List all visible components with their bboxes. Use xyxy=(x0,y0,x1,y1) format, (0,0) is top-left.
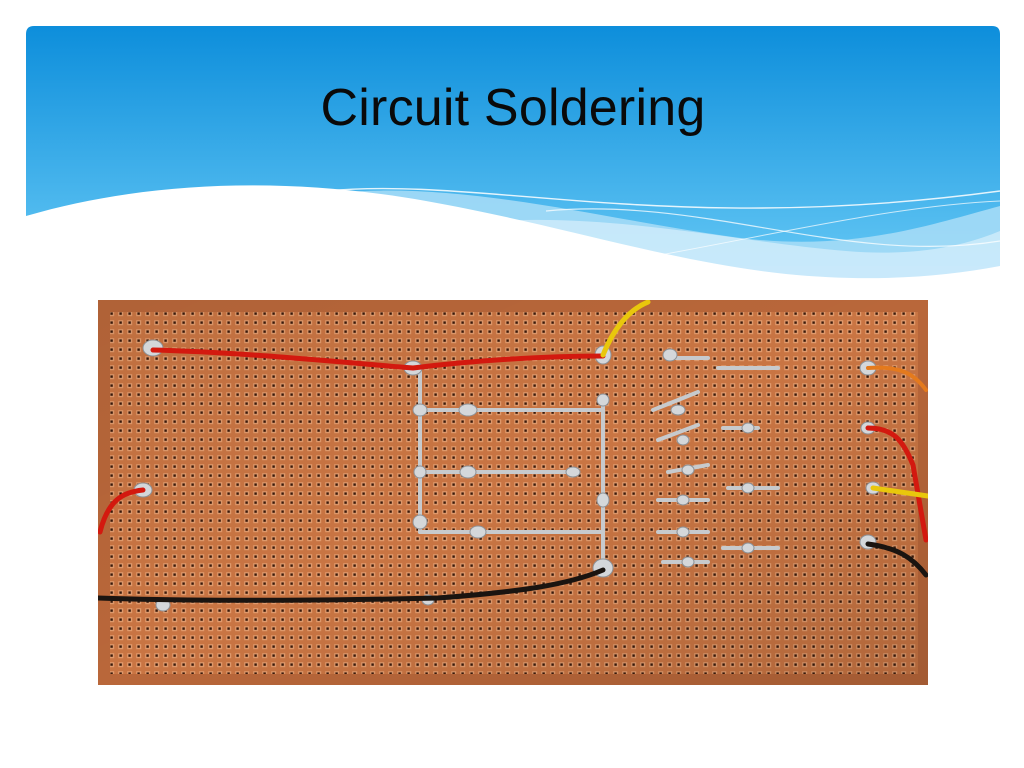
yellow-wire-top xyxy=(600,300,651,358)
header-wave-graphic xyxy=(26,26,1000,288)
red-wire-top xyxy=(150,347,606,371)
black-wire-right xyxy=(865,541,928,578)
slide-header-banner: Circuit Soldering xyxy=(26,26,1000,288)
red-wire-right xyxy=(865,425,928,543)
perfboard-image xyxy=(98,300,928,685)
slide-title: Circuit Soldering xyxy=(320,79,706,137)
red-wire-left xyxy=(98,487,146,535)
black-wire-bottom xyxy=(98,567,606,603)
yellow-wire-right xyxy=(870,485,928,499)
orange-wire-right xyxy=(866,365,928,392)
circuit-board-photo xyxy=(98,300,928,685)
